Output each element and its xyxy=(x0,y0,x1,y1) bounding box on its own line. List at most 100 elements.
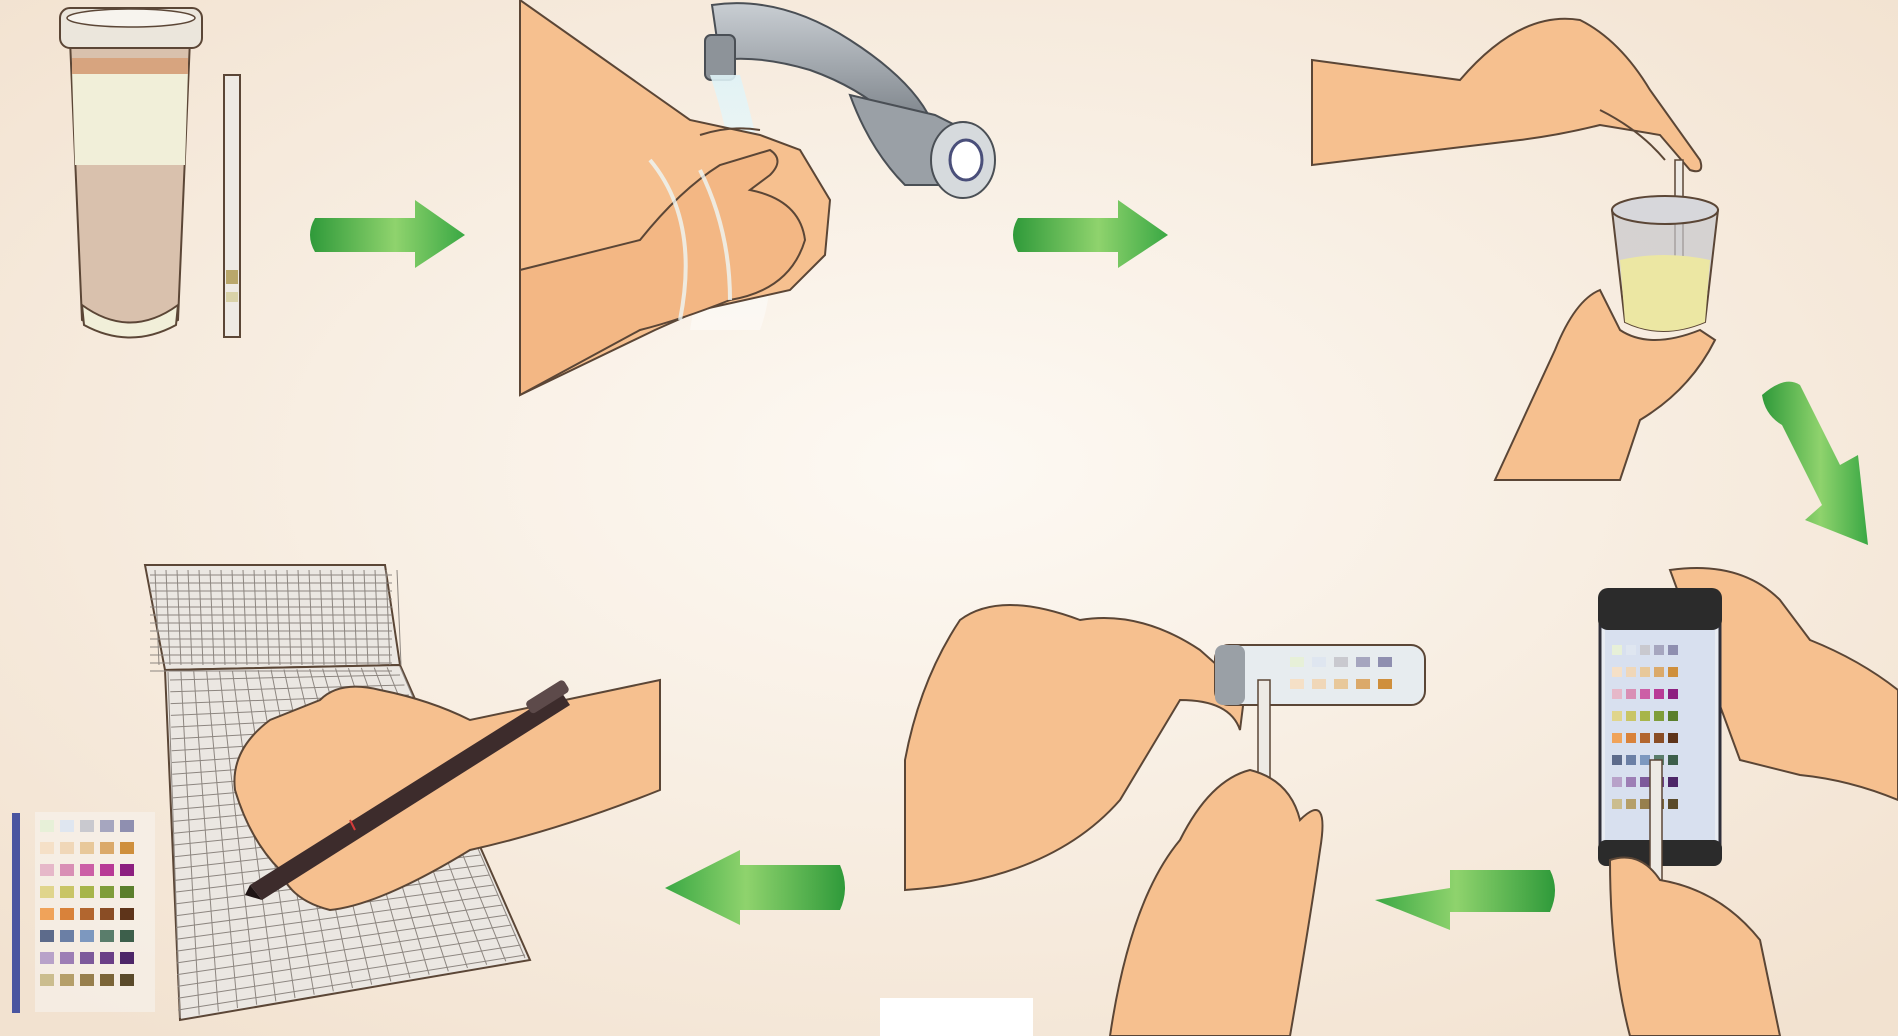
chart-swatch xyxy=(1668,711,1678,721)
step-record-result xyxy=(12,564,661,1022)
washing-hands-icon xyxy=(519,0,832,397)
vial-swatch xyxy=(1356,657,1370,667)
chart-swatch xyxy=(1626,799,1636,809)
chart-swatch xyxy=(40,864,54,876)
chart-swatch xyxy=(60,842,74,854)
chart-swatch xyxy=(1626,755,1636,765)
vial-swatch xyxy=(1290,657,1304,667)
chart-swatch xyxy=(80,974,94,986)
chart-swatch xyxy=(100,886,114,898)
arrow-down-3 xyxy=(1762,381,1868,545)
step-compare-chart xyxy=(1598,567,1898,1036)
chart-swatch xyxy=(1654,711,1664,721)
chart-swatch xyxy=(80,930,94,942)
blank-panel xyxy=(880,998,1033,1036)
chart-swatch xyxy=(40,974,54,986)
step-supplies xyxy=(59,7,241,339)
chart-swatch xyxy=(80,908,94,920)
chart-swatch xyxy=(60,908,74,920)
chart-swatch xyxy=(1612,799,1622,809)
arrow-left-5 xyxy=(665,850,845,925)
chart-swatch xyxy=(80,820,94,832)
lower-hand-read-icon xyxy=(1108,768,1324,1036)
chart-swatch xyxy=(1612,711,1622,721)
chart-swatch xyxy=(100,930,114,942)
chart-swatch xyxy=(1612,733,1622,743)
chart-swatch xyxy=(120,886,134,898)
chart-swatch xyxy=(1640,799,1650,809)
chart-swatch xyxy=(1640,733,1650,743)
step-wash-hands xyxy=(519,0,996,397)
chart-swatch xyxy=(1654,667,1664,677)
chart-swatch xyxy=(1668,799,1678,809)
step-read-strip xyxy=(904,604,1426,1036)
chart-swatch xyxy=(1640,755,1650,765)
arrow-left-4 xyxy=(1375,870,1555,930)
chart-swatch xyxy=(100,908,114,920)
chart-swatch xyxy=(80,952,94,964)
chart-swatch xyxy=(120,930,134,942)
vial-swatch xyxy=(1378,657,1392,667)
chart-swatch xyxy=(60,974,74,986)
color-chart-icon xyxy=(12,812,155,1013)
chart-swatch xyxy=(1640,667,1650,677)
chart-swatch xyxy=(100,842,114,854)
chart-swatch xyxy=(1626,777,1636,787)
faucet-icon xyxy=(704,2,996,199)
vial-swatch xyxy=(1312,679,1326,689)
arrow-right-1 xyxy=(310,200,465,268)
chart-swatch xyxy=(1668,667,1678,677)
lower-hand-icon xyxy=(1493,288,1717,481)
chart-swatch xyxy=(80,842,94,854)
chart-swatch xyxy=(1626,645,1636,655)
chart-swatch xyxy=(40,930,54,942)
chart-swatch xyxy=(1626,711,1636,721)
vial-swatch xyxy=(1312,657,1326,667)
chart-swatch xyxy=(100,952,114,964)
chart-swatch xyxy=(1654,689,1664,699)
chart-swatch xyxy=(1626,689,1636,699)
chart-swatch xyxy=(40,842,54,854)
chart-swatch xyxy=(1668,733,1678,743)
chart-swatch xyxy=(1640,689,1650,699)
chart-swatch xyxy=(1612,755,1622,765)
chart-swatch xyxy=(120,952,134,964)
chart-swatch xyxy=(40,952,54,964)
chart-swatch xyxy=(1626,667,1636,677)
chart-swatch xyxy=(1654,645,1664,655)
chart-swatch xyxy=(1668,689,1678,699)
chart-swatch xyxy=(120,820,134,832)
chart-swatch xyxy=(60,952,74,964)
writing-hand-icon xyxy=(233,678,661,912)
chart-swatch xyxy=(1654,733,1664,743)
chart-swatch xyxy=(40,820,54,832)
vial-swatch xyxy=(1334,657,1348,667)
reagent-bottle-icon xyxy=(1598,588,1722,881)
chart-swatch xyxy=(1668,645,1678,655)
chart-swatch xyxy=(120,842,134,854)
chart-swatch xyxy=(60,820,74,832)
chart-swatch xyxy=(1668,755,1678,765)
chart-swatch xyxy=(40,886,54,898)
arrow-right-2 xyxy=(1013,200,1168,268)
chart-swatch xyxy=(60,886,74,898)
chart-swatch xyxy=(60,864,74,876)
right-hand-icon xyxy=(1668,567,1898,802)
chart-swatch xyxy=(1640,777,1650,787)
chart-swatch xyxy=(1612,667,1622,677)
vial-swatch xyxy=(1334,679,1348,689)
chart-swatch xyxy=(1640,645,1650,655)
chart-swatch xyxy=(80,886,94,898)
chart-swatch xyxy=(1640,711,1650,721)
chart-swatch xyxy=(100,820,114,832)
chart-swatch xyxy=(120,974,134,986)
sample-container-icon xyxy=(59,7,203,339)
urine-cup-icon xyxy=(1610,195,1720,332)
chart-swatch xyxy=(120,864,134,876)
vial-swatch xyxy=(1356,679,1370,689)
chart-swatch xyxy=(100,864,114,876)
chart-swatch xyxy=(1626,733,1636,743)
pen-icon xyxy=(245,680,570,900)
chart-swatch xyxy=(40,908,54,920)
